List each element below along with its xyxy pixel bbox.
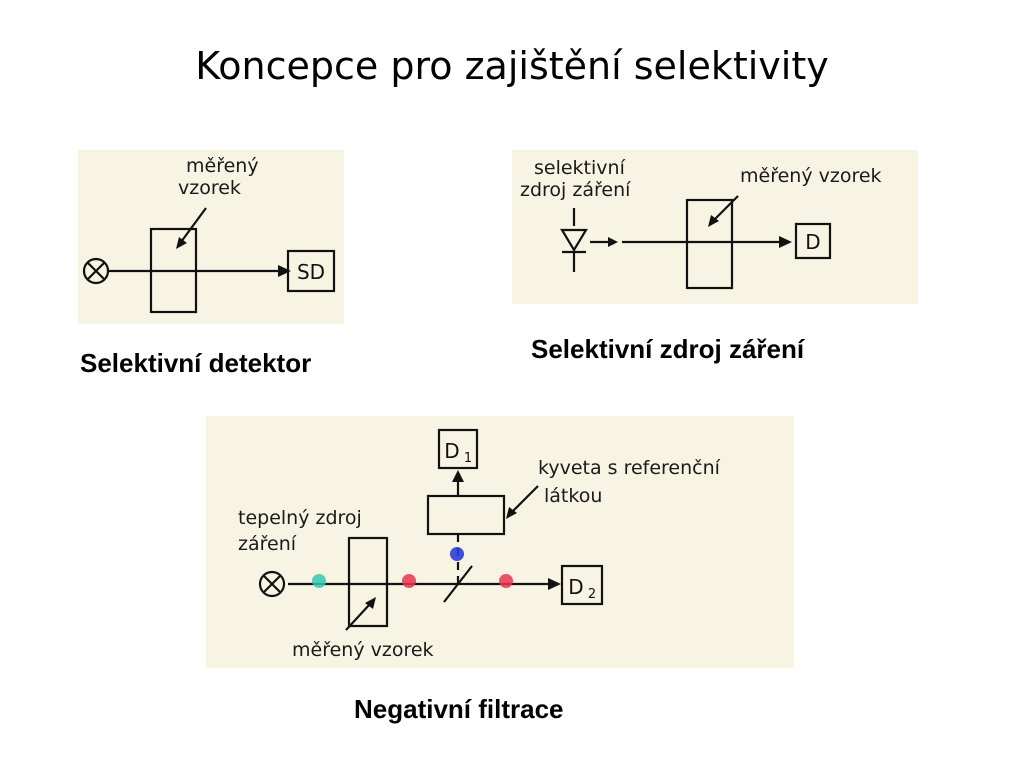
sample-cuvette — [149, 227, 198, 314]
beam-arrowhead — [779, 236, 792, 248]
sample-label-line1: měřený — [186, 155, 259, 177]
sample-cuvette — [347, 536, 389, 628]
source-label-line1: selektivní — [534, 157, 626, 179]
detector-box — [794, 222, 832, 260]
source-label-line2: záření — [238, 533, 297, 555]
source-label-line1: tepelný zdroj — [238, 507, 362, 529]
caption-negative-filtration: Negativní filtrace — [354, 694, 564, 724]
cuvette-pointer-line — [511, 485, 539, 513]
detector-box-label: SD — [297, 260, 325, 284]
detector-d1-label: D — [444, 439, 459, 463]
cyan-dot — [312, 574, 326, 588]
detector-d2-subscript: 2 — [588, 587, 596, 602]
thermal-lamp-icon — [258, 570, 286, 598]
detector-d1-subscript: 1 — [464, 451, 472, 466]
source-label-line2: zdroj záření — [520, 179, 631, 201]
pointer-arrowhead — [176, 237, 187, 249]
sample-label: měřený vzorek — [740, 165, 882, 187]
beam-splitter — [443, 565, 473, 603]
detector-box-label: D — [805, 230, 820, 254]
pointer-arrowhead — [708, 215, 719, 227]
lamp-icon — [82, 257, 110, 285]
sample-cuvette — [685, 198, 734, 290]
pointer-line — [713, 195, 739, 221]
negative-filtration-diagram: D 1 kyveta s referenční látkou tepelný z… — [206, 416, 794, 668]
diode-source-icon — [560, 208, 618, 272]
red-dot-2 — [499, 574, 513, 588]
cuvette-pointer-arrowhead — [506, 507, 517, 519]
cuvette-label-line2: látkou — [544, 485, 602, 507]
caption-selective-source: Selektivní zdroj záření — [531, 334, 805, 364]
reflected-beam-arrowhead — [452, 470, 464, 482]
detector-d2-box — [560, 564, 604, 606]
detector-box — [286, 249, 336, 293]
red-dot-1 — [402, 574, 416, 588]
slide-title: Koncepce pro zajištění selektivity — [195, 44, 829, 88]
detector-d2-label: D — [568, 575, 583, 599]
blue-dot — [450, 547, 464, 561]
reference-cuvette — [426, 494, 506, 536]
detector-d1-box — [437, 428, 479, 470]
beam-arrowhead — [278, 265, 291, 277]
selective-detector-diagram: měřený vzorek SD — [78, 150, 344, 324]
pointer-line — [180, 207, 207, 243]
sample-pointer-line — [345, 603, 371, 631]
sample-label: měřený vzorek — [292, 639, 434, 661]
cuvette-label-line1: kyveta s referenční — [538, 457, 721, 479]
sample-label-line2: vzorek — [178, 177, 241, 199]
selective-source-diagram: selektivní zdroj záření měřený vzorek D — [512, 150, 918, 304]
sample-pointer-arrowhead — [365, 597, 376, 609]
caption-selective-detector: Selektivní detektor — [80, 348, 312, 378]
beam-arrowhead — [548, 578, 561, 590]
